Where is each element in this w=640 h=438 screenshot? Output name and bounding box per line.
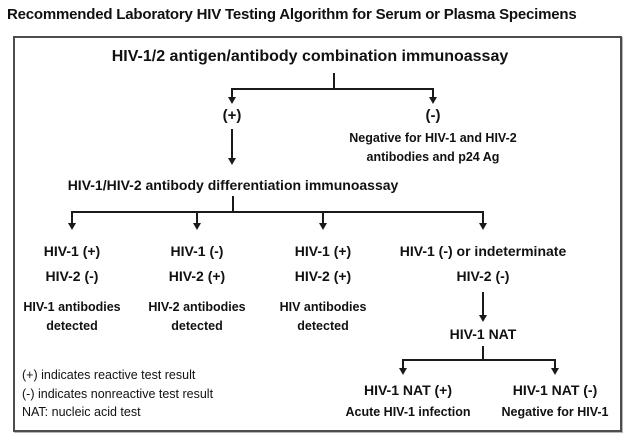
nat-negative-result: HIV-1 NAT (-): [512, 382, 598, 398]
positive-branch-label: (+): [222, 107, 242, 124]
differentiation-node: HIV-1/HIV-2 antibody differentiation imm…: [67, 177, 399, 193]
branch3-outcome-line2: detected: [297, 319, 349, 333]
branch4-result2: HIV-2 (-): [456, 268, 510, 284]
connector-nat-split: [403, 359, 555, 361]
branch2-outcome-line1: HIV-2 antibodies: [148, 300, 246, 314]
connector-first-split: [232, 88, 433, 90]
negative-outcome-line2: antibodies and p24 Ag: [366, 150, 500, 164]
arrow-to-branch-3: [319, 211, 326, 230]
nat-positive-result: HIV-1 NAT (+): [363, 382, 453, 398]
branch3-result2: HIV-2 (+): [294, 268, 352, 284]
connector-root-stub: [333, 73, 335, 88]
arrow-to-nat-negative: [551, 359, 558, 375]
nat-negative-interpretation: Negative for HIV-1: [501, 405, 609, 419]
flowchart-border: [13, 36, 622, 432]
branch1-outcome-line2: detected: [46, 319, 98, 333]
legend-nat: NAT: nucleic acid test: [22, 405, 141, 419]
legend: (+) indicates reactive test result (-) i…: [22, 366, 213, 422]
connector-differentiation-stub: [232, 196, 234, 211]
arrow-to-branch-4: [479, 211, 486, 230]
connector-four-way-split: [72, 211, 483, 213]
root-node-combination-immunoassay: HIV-1/2 antigen/antibody combination imm…: [111, 48, 509, 65]
arrow-to-negative: [429, 88, 436, 104]
arrow-positive-to-differentiation: [228, 129, 235, 165]
arrow-to-branch-1: [68, 211, 75, 230]
negative-branch-label: (-): [425, 107, 441, 124]
branch1-result1: HIV-1 (+): [43, 243, 101, 259]
legend-reactive: (+) indicates reactive test result: [22, 368, 196, 382]
branch3-outcome-line1: HIV antibodies: [279, 300, 367, 314]
branch1-result2: HIV-2 (-): [45, 268, 99, 284]
arrow-branch4-to-nat: [479, 292, 486, 322]
nat-positive-interpretation: Acute HIV-1 infection: [345, 405, 471, 419]
page-title: Recommended Laboratory HIV Testing Algor…: [7, 6, 577, 23]
connector-nat-stub: [482, 346, 484, 359]
arrow-to-branch-2: [193, 211, 200, 230]
branch2-result2: HIV-2 (+): [168, 268, 226, 284]
arrow-to-nat-positive: [399, 359, 406, 375]
arrow-to-positive: [228, 88, 235, 104]
branch1-outcome-line1: HIV-1 antibodies: [23, 300, 121, 314]
legend-nonreactive: (-) indicates nonreactive test result: [22, 386, 214, 401]
branch2-outcome: HIV-2 antibodies detected: [127, 298, 267, 336]
branch3-outcome: HIV antibodies detected: [253, 298, 393, 336]
branch4-result1: HIV-1 (-) or indeterminate: [399, 243, 567, 259]
negative-outcome-text: Negative for HIV-1 and HIV-2 antibodies …: [328, 129, 538, 167]
branch2-outcome-line2: detected: [171, 319, 223, 333]
negative-outcome-line1: Negative for HIV-1 and HIV-2: [349, 131, 517, 145]
branch1-outcome: HIV-1 antibodies detected: [2, 298, 142, 336]
branch2-result1: HIV-1 (-): [170, 243, 224, 259]
nat-node: HIV-1 NAT: [449, 326, 517, 342]
branch3-result1: HIV-1 (+): [294, 243, 352, 259]
